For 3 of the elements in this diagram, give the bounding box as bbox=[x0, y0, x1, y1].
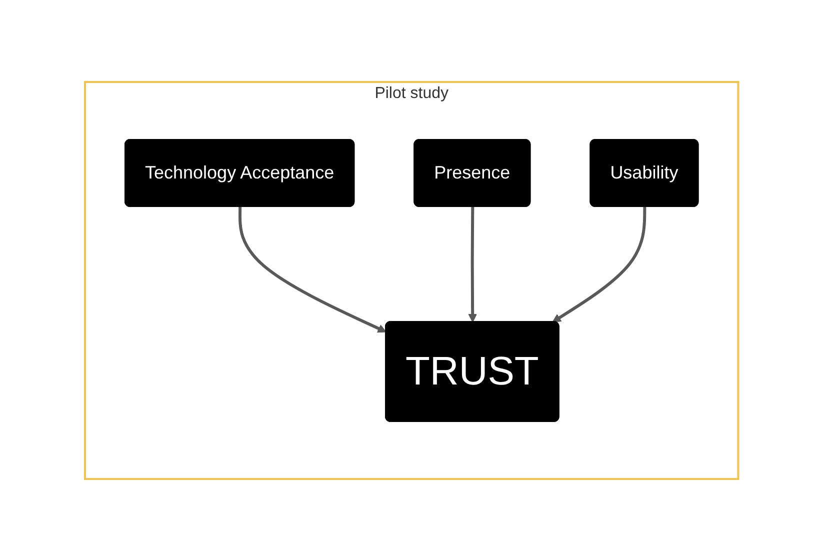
arrow bbox=[552, 206, 647, 322]
arrow bbox=[238, 206, 387, 332]
arrow bbox=[468, 206, 478, 322]
